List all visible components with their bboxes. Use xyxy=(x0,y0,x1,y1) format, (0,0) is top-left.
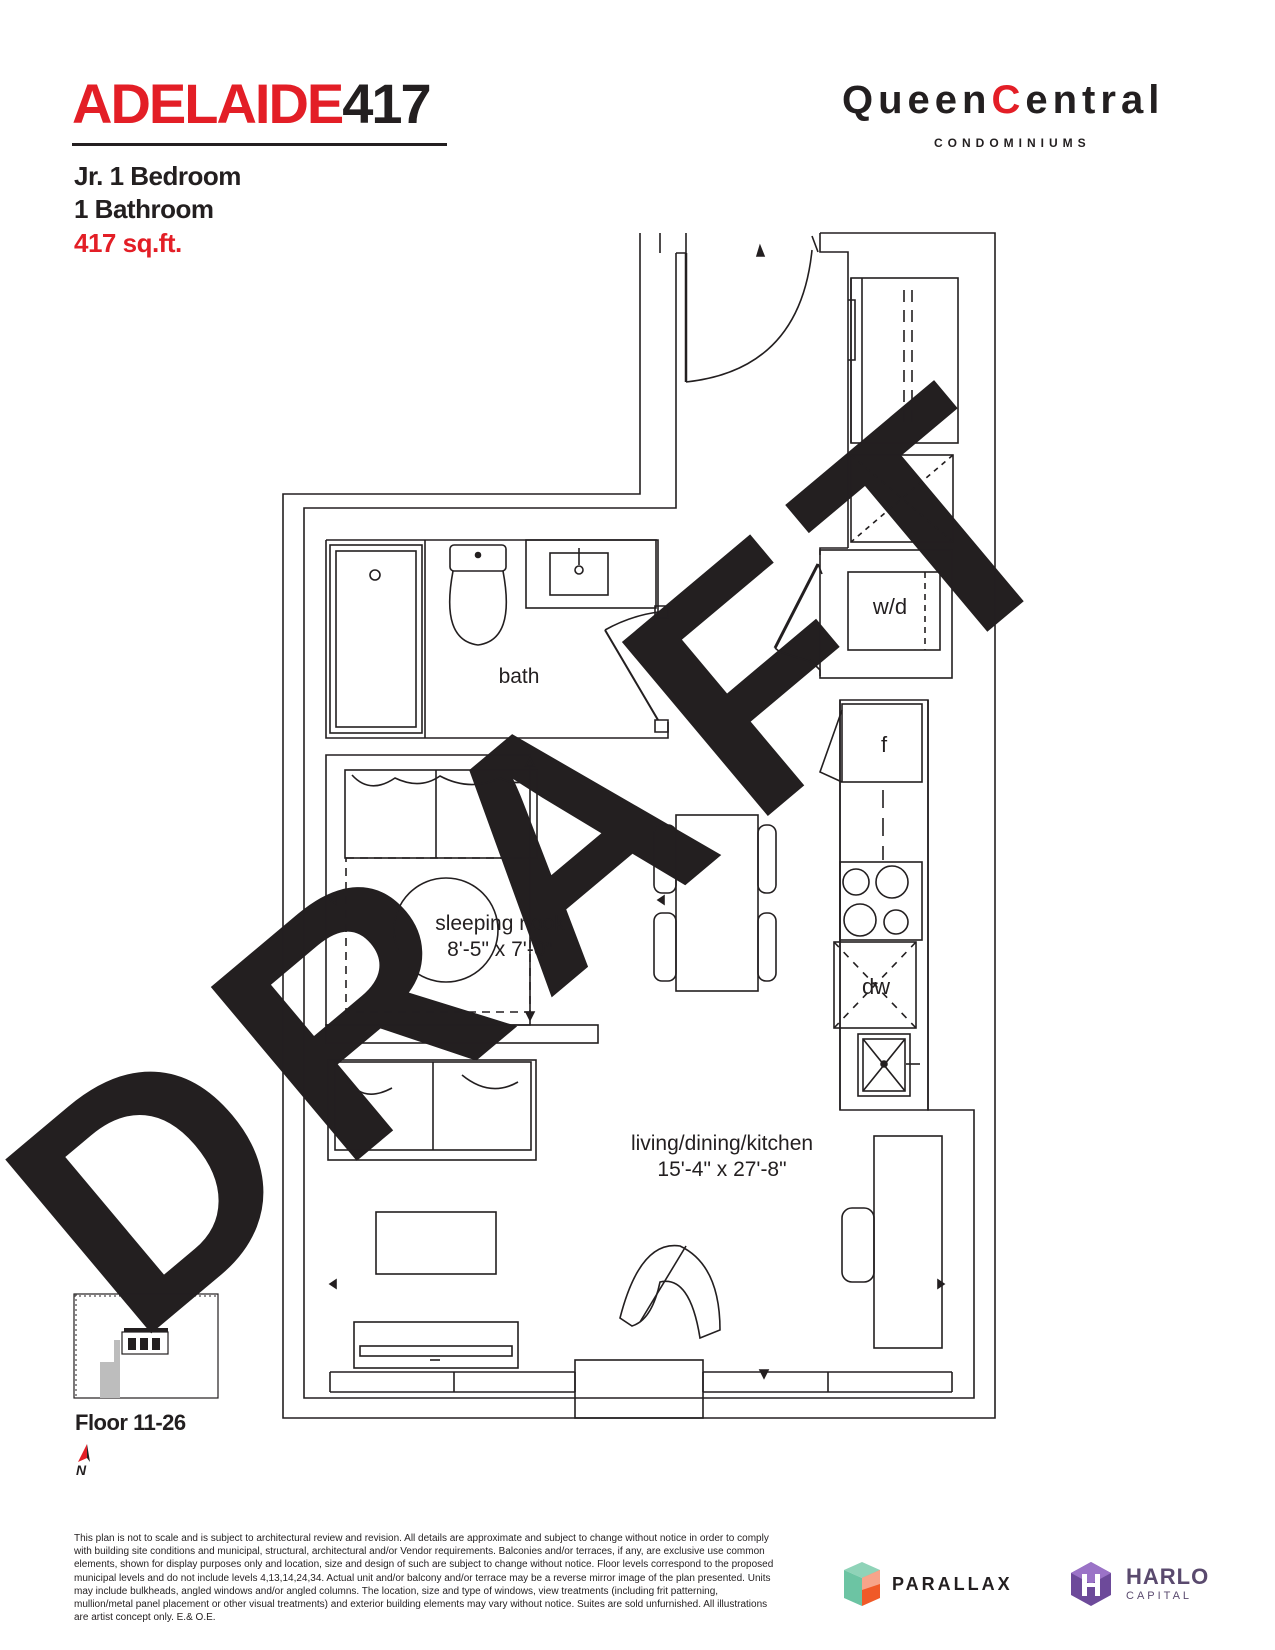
brand-c-mark: C xyxy=(991,78,1026,122)
project-title-red: ADELAIDE xyxy=(72,72,344,135)
harlo-subtitle: CAPITAL xyxy=(1126,1590,1193,1602)
bathroom-count: 1 Bathroom xyxy=(74,194,214,224)
room-label-fridge: f xyxy=(881,732,888,757)
title-underline xyxy=(72,143,447,146)
brand-subtitle: CONDOMINIUMS xyxy=(934,136,1091,150)
room-label-living: living/dining/kitchen xyxy=(631,1132,813,1155)
room-label-sleeping-nook: sleeping nook xyxy=(435,912,565,935)
draft-watermark: DRAFT xyxy=(0,303,1151,1401)
brand-name-part1: Queen xyxy=(842,78,992,122)
floor-range-label: Floor 11-26 xyxy=(75,1410,186,1435)
room-dims-living: 15'-4" x 27'-8" xyxy=(657,1158,786,1181)
north-label: N xyxy=(76,1462,87,1478)
room-label-laundry: w/d xyxy=(872,594,907,619)
walls xyxy=(282,232,996,1419)
parallax-logo: PARALLAX xyxy=(840,1560,1010,1610)
room-label-dishwasher: dw xyxy=(862,974,890,999)
queen-central-logo: QueenCentral CONDOMINIUMS xyxy=(842,74,1202,164)
harlo-capital-logo: HARLO CAPITAL xyxy=(1068,1560,1208,1610)
parallax-wordmark: PARALLAX xyxy=(892,1574,1013,1594)
parallax-cube-icon xyxy=(844,1562,880,1606)
unit-area: 417 sq.ft. xyxy=(74,228,182,258)
project-title: ADELAIDE417 xyxy=(72,72,447,136)
harlo-wordmark: HARLO xyxy=(1126,1564,1210,1589)
brand-name-part2: entral xyxy=(1025,78,1165,122)
room-label-bath: bath xyxy=(499,665,540,688)
key-plan xyxy=(73,1293,219,1399)
unit-type: Jr. 1 Bedroom xyxy=(74,161,241,191)
harlo-hexagon-icon xyxy=(1071,1562,1111,1606)
legal-disclaimer: This plan is not to scale and is subject… xyxy=(74,1533,774,1624)
north-arrow-icon: N xyxy=(74,1444,94,1484)
room-dims-sleeping-nook: 8'-5" x 7'-0" xyxy=(447,938,553,961)
project-title-number: 417 xyxy=(342,72,431,135)
